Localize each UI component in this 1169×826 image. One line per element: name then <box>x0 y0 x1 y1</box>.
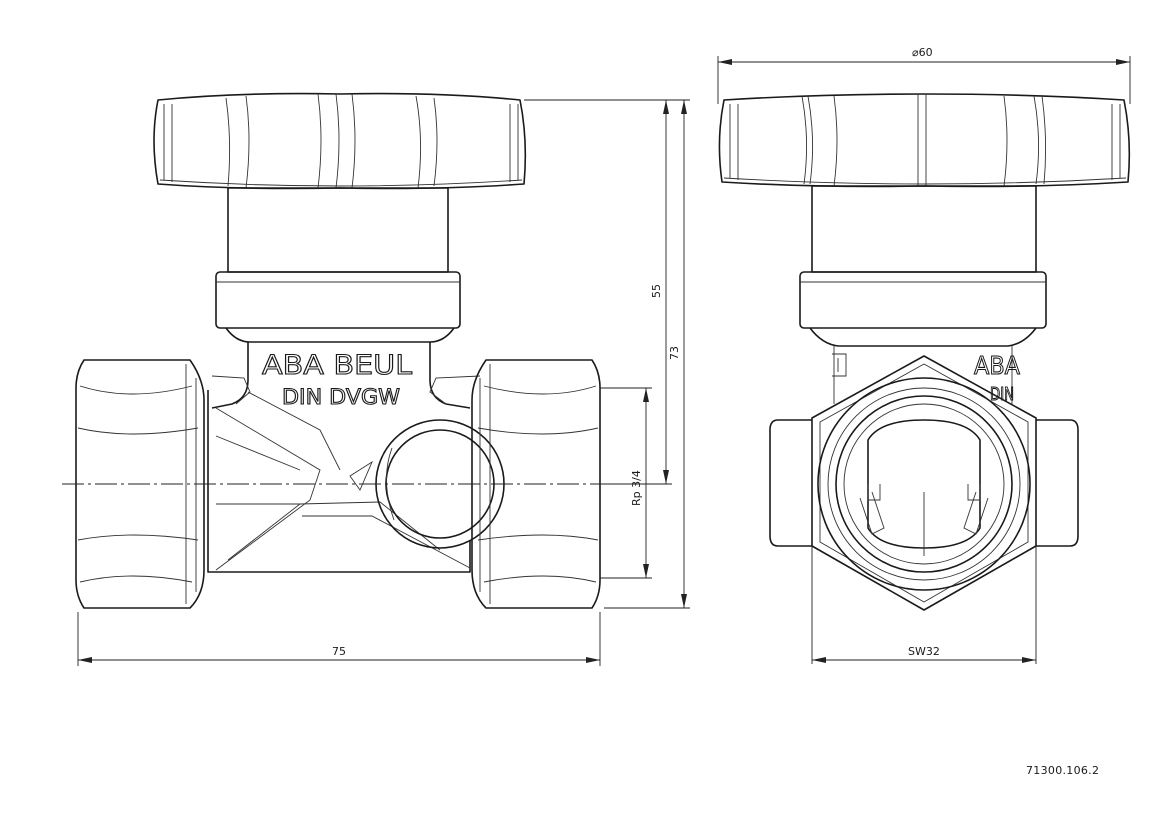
dim-height-total: 73 <box>604 99 690 609</box>
side-handwheel <box>718 93 1131 188</box>
dim-length: 75 <box>77 612 601 666</box>
dim-diameter-label: ⌀60 <box>912 46 933 59</box>
front-handwheel <box>153 92 527 190</box>
side-stem <box>799 185 1047 404</box>
side-hex-nut <box>811 355 1037 611</box>
dim-wrench-label: SW32 <box>908 645 940 658</box>
front-left-end <box>75 359 205 609</box>
dim-wrench: SW32 <box>811 546 1037 664</box>
dim-diameter: ⌀60 <box>717 46 1131 104</box>
dim-thread: Rp 3/4 <box>600 387 652 579</box>
side-pipe-stubs <box>769 419 1079 547</box>
front-standard-text: DIN DVGW <box>282 385 400 409</box>
front-right-end <box>471 359 601 609</box>
front-stem <box>215 187 461 343</box>
front-view: ABA BEUL DIN DVGW 75 Rp 3/4 <box>62 92 690 666</box>
side-standard-fragment: DIN <box>990 384 1014 405</box>
dim-height-total-label: 73 <box>668 346 681 360</box>
front-brand-text: ABA BEUL <box>262 350 412 381</box>
dim-length-label: 75 <box>332 645 346 658</box>
dim-height-top-label: 55 <box>650 284 663 298</box>
side-left-mark-lines <box>832 353 847 377</box>
side-brand-fragment: ABA <box>974 351 1020 380</box>
dim-height-top: 55 <box>524 99 672 485</box>
side-view: ABA DIN ⌀6 <box>717 46 1131 664</box>
dim-thread-label: Rp 3/4 <box>630 470 643 506</box>
drawing-number: 71300.106.2 <box>1026 764 1100 777</box>
